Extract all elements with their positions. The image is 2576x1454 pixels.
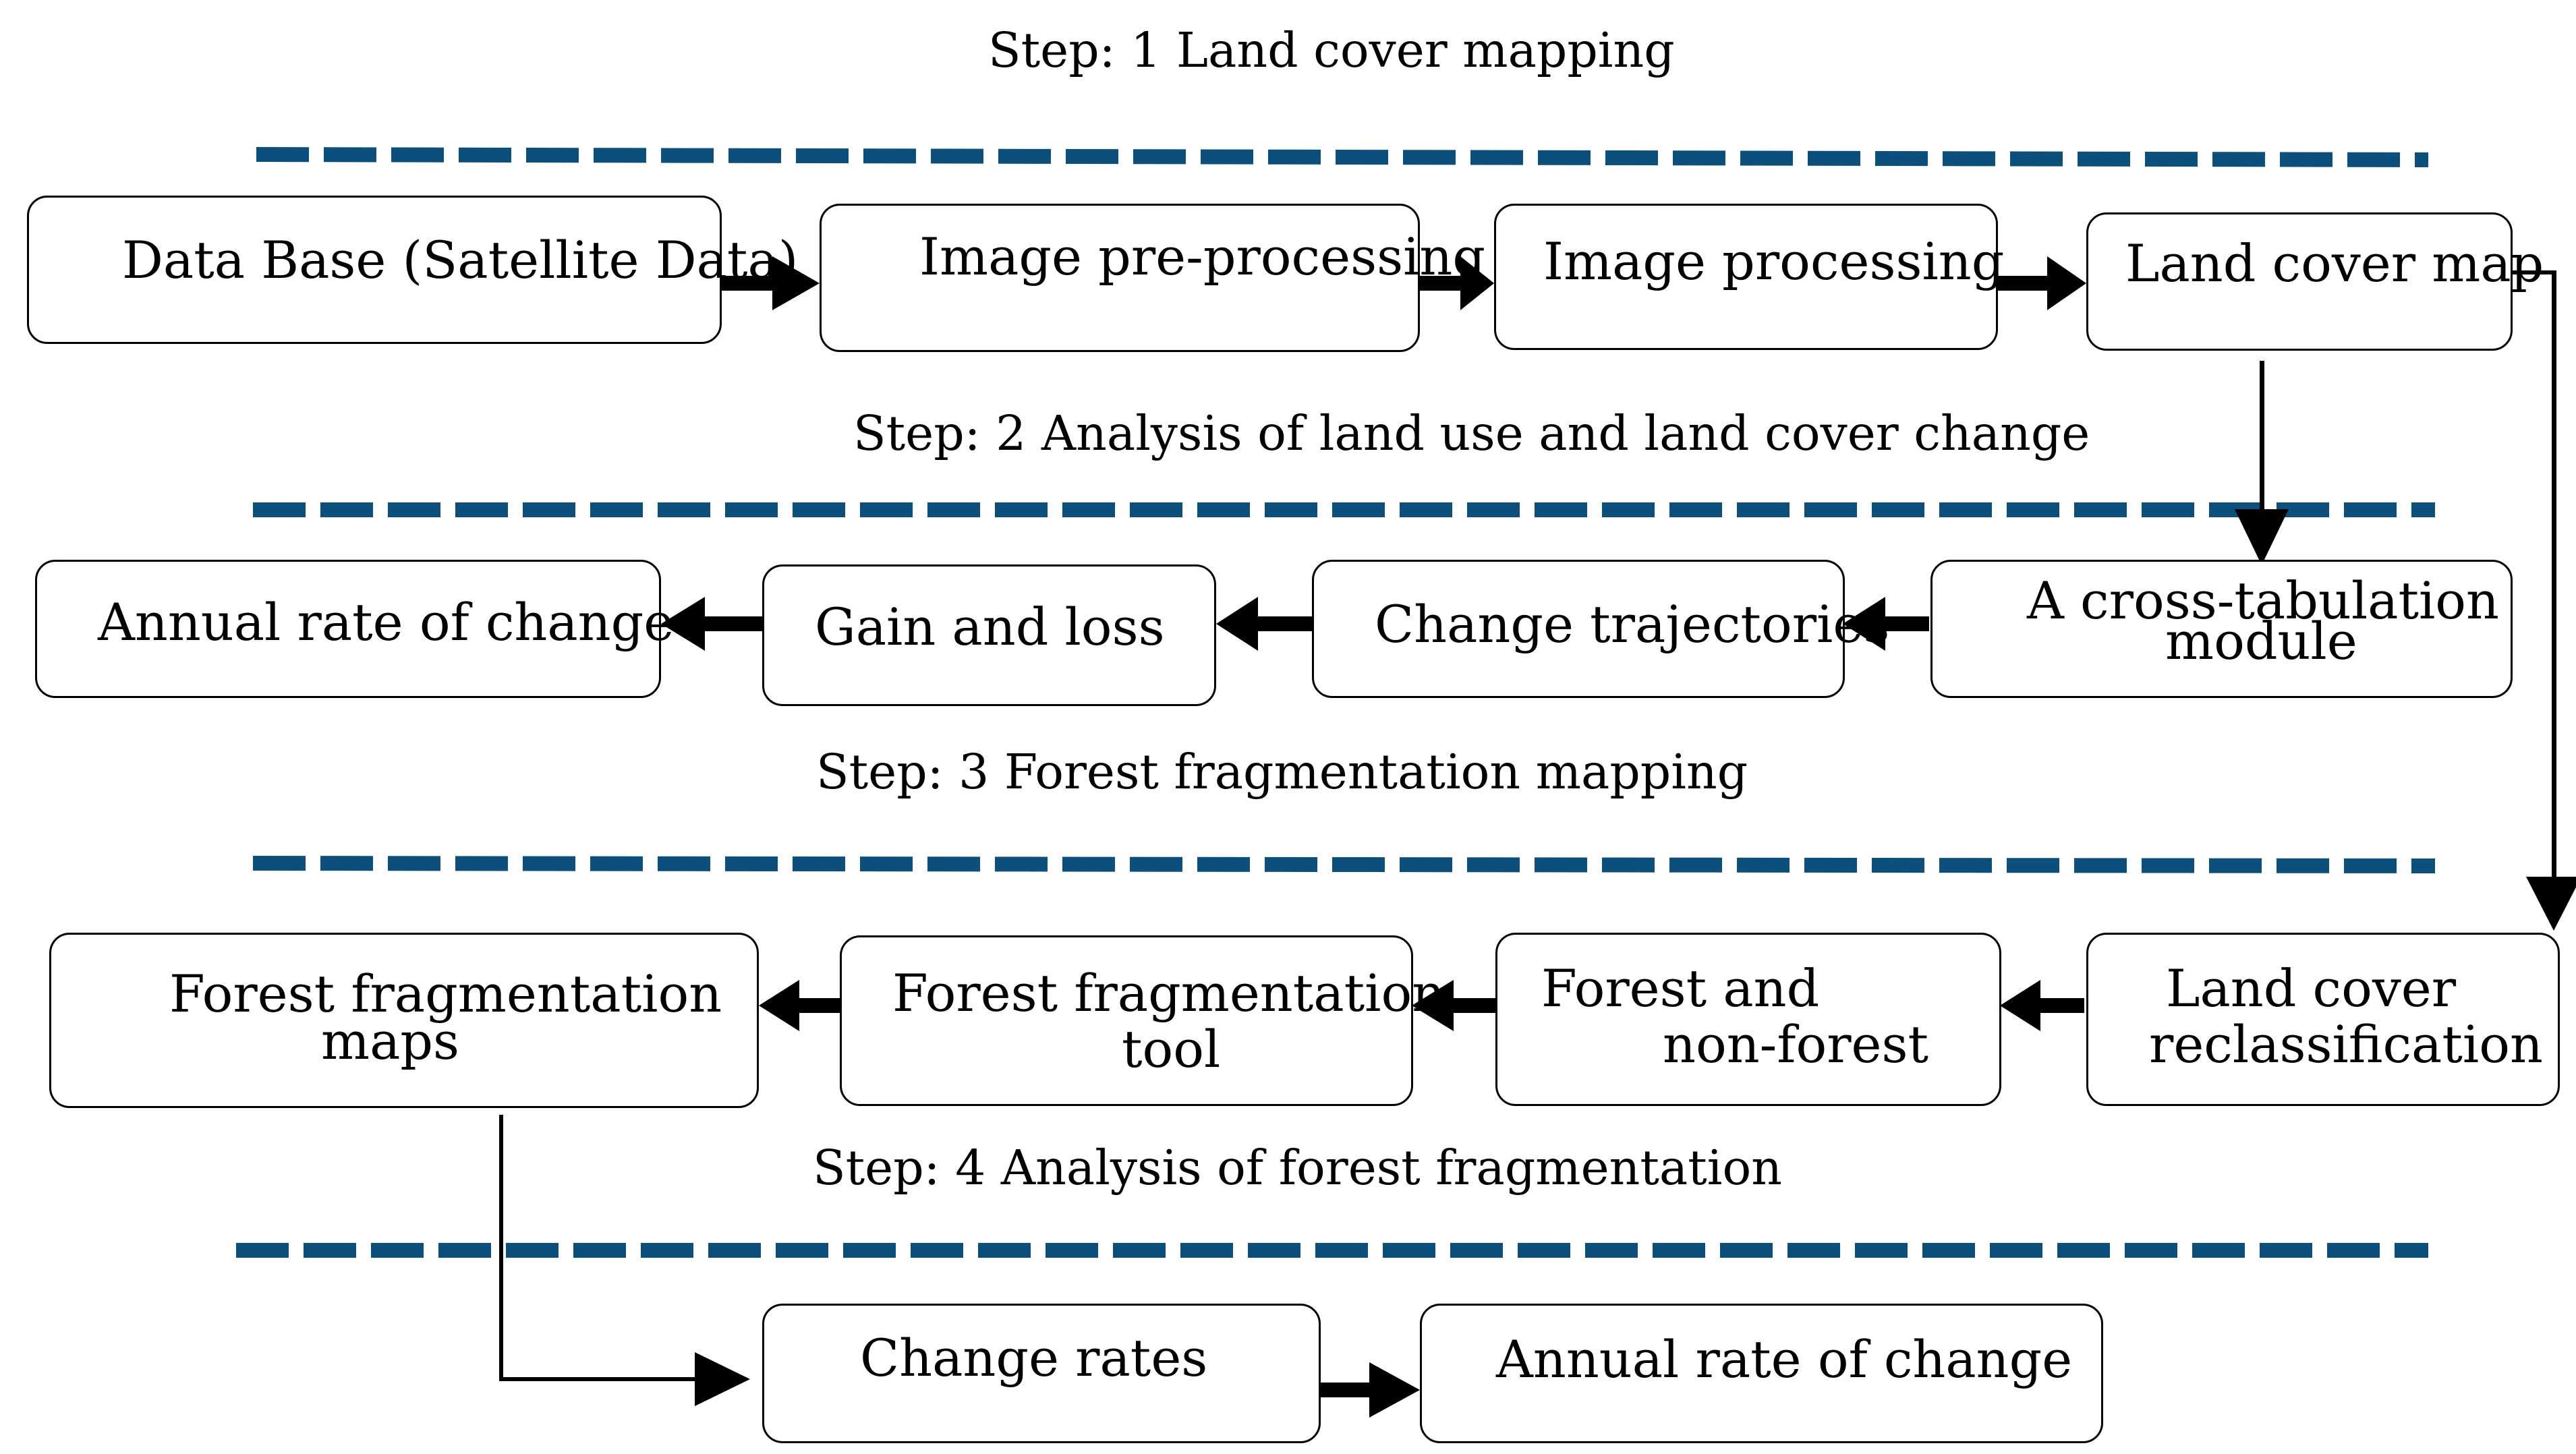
annual-rate-box-2: Annual rate of change — [1420, 1304, 2103, 1443]
cross-tabulation-label-line1: A cross-tabulation — [2027, 571, 2499, 631]
land-cover-map-box: Land cover map — [2086, 212, 2544, 351]
change-rates-label: Change rates — [860, 1328, 1208, 1388]
step-1-heading: Step: 1 Land cover mapping — [988, 22, 1675, 78]
reclassification-label-line1: Land cover — [2166, 958, 2457, 1018]
arrow-forestnonforest-to-fragtool — [1412, 980, 1495, 1031]
arrow-trajectories-to-gainloss — [1216, 597, 1312, 651]
database-box: Data Base (Satellite Data) — [27, 196, 798, 344]
cross-tabulation-box: A cross-tabulation module — [1930, 560, 2513, 698]
arrow-preprocessing-to-processing — [1420, 256, 1494, 310]
fragmentation-maps-label-line2: maps — [321, 1011, 460, 1071]
cross-tabulation-label-line2: module — [2165, 611, 2357, 671]
processing-box: Image processing — [1494, 204, 2004, 350]
land-cover-map-label: Land cover map — [2125, 233, 2544, 293]
arrow-reclass-to-forestnonforest — [2000, 980, 2084, 1031]
arrow-fragtool-to-fragmaps — [759, 980, 842, 1031]
processing-label: Image processing — [1543, 231, 2005, 291]
change-trajectories-box: Change trajectories — [1312, 560, 1889, 698]
arrow-landcovermap-to-reclass — [2513, 270, 2576, 931]
change-rates-box: Change rates — [762, 1304, 1321, 1443]
annual-rate-label-2: Annual rate of change — [1496, 1329, 2073, 1389]
annual-rate-box-1: Annual rate of change — [35, 560, 674, 698]
step3-divider — [252, 856, 2436, 873]
arrow-crosstab-to-trajectories — [1843, 597, 1929, 651]
fragmentation-maps-label-line1: Forest fragmentation — [169, 964, 722, 1024]
arrow-database-to-preprocessing — [720, 256, 820, 310]
gain-loss-box: Gain and loss — [762, 564, 1216, 706]
step-4-heading: Step: 4 Analysis of forest fragmentation — [813, 1140, 1782, 1196]
forest-nonforest-label-line2: non-forest — [1663, 1014, 1929, 1074]
arrow-processing-to-landcovermap — [1998, 256, 2086, 310]
change-trajectories-label: Change trajectories — [1375, 594, 1890, 654]
step1-divider — [256, 147, 2429, 167]
database-label: Data Base (Satellite Data) — [122, 230, 799, 290]
forest-nonforest-box: Forest and non-forest — [1495, 933, 2001, 1106]
fragmentation-tool-label-line1: Forest fragmentation — [892, 963, 1446, 1023]
arrow-fragmaps-to-changerates — [499, 1115, 750, 1406]
arrow-gainloss-to-annualrate — [661, 597, 762, 651]
fragmentation-tool-box: Forest fragmentation tool — [840, 935, 1445, 1106]
fragmentation-tool-label-line2: tool — [1122, 1019, 1221, 1079]
forest-nonforest-label-line1: Forest and — [1541, 958, 1820, 1018]
step-2-heading: Step: 2 Analysis of land use and land co… — [853, 405, 2090, 461]
arrow-changerates-to-annualrate — [1319, 1362, 1420, 1418]
annual-rate-label-1: Annual rate of change — [98, 592, 675, 652]
gain-loss-label: Gain and loss — [815, 597, 1165, 657]
arrow-landcovermap-to-crosstab — [2235, 361, 2289, 565]
reclassification-box: Land cover reclassification — [2086, 933, 2560, 1106]
preprocessing-box: Image pre-processing — [820, 204, 1485, 352]
reclassification-label-line2: reclassification — [2149, 1014, 2543, 1074]
step-3-heading: Step: 3 Forest fragmentation mapping — [816, 744, 1748, 800]
fragmentation-maps-box: Forest fragmentation maps — [49, 933, 759, 1108]
preprocessing-label: Image pre-processing — [919, 227, 1486, 287]
